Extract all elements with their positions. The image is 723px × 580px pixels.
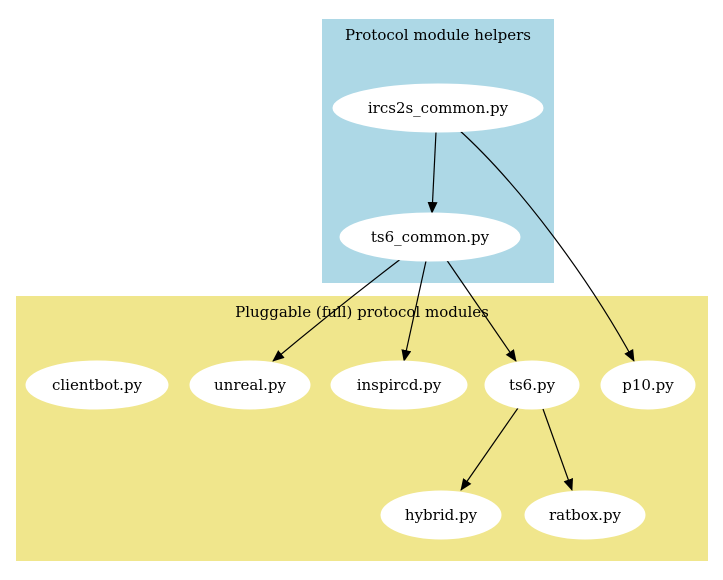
edge-ts6-to-hybrid xyxy=(460,407,519,491)
node-hybrid: hybrid.py xyxy=(380,490,502,540)
node-ts6: ts6.py xyxy=(484,360,580,410)
node-ircs2s-common: ircs2s_common.py xyxy=(332,83,544,133)
node-unreal: unreal.py xyxy=(189,360,311,410)
node-unreal-label: unreal.py xyxy=(214,376,286,394)
node-inspircd-label: inspircd.py xyxy=(357,376,442,394)
node-ts6-common: ts6_common.py xyxy=(339,212,521,262)
node-p10-label: p10.py xyxy=(622,376,674,394)
edges xyxy=(272,128,635,491)
node-ratbox: ratbox.py xyxy=(524,490,646,540)
edge-ts6-to-ratbox xyxy=(542,408,573,491)
node-hybrid-label: hybrid.py xyxy=(405,506,478,524)
node-clientbot-label: clientbot.py xyxy=(52,376,143,394)
edge-ts6-common-to-ts6 xyxy=(445,258,517,362)
edge-ircs2s-common-to-ts6-common xyxy=(427,131,438,214)
node-ircs2s-common-label: ircs2s_common.py xyxy=(368,99,509,117)
node-ts6-common-label: ts6_common.py xyxy=(371,228,490,246)
node-ts6-label: ts6.py xyxy=(509,376,556,394)
node-clientbot: clientbot.py xyxy=(25,360,169,410)
edge-ts6-common-to-inspircd xyxy=(401,260,427,362)
cluster-modules-label: Pluggable (full) protocol modules xyxy=(235,303,489,321)
node-ratbox-label: ratbox.py xyxy=(549,506,622,524)
node-inspircd: inspircd.py xyxy=(330,360,468,410)
node-p10: p10.py xyxy=(600,360,696,410)
edge-ts6-common-to-unreal xyxy=(272,257,403,362)
edge-ircs2s-common-to-p10 xyxy=(457,128,635,362)
cluster-helpers-label: Protocol module helpers xyxy=(345,26,531,44)
